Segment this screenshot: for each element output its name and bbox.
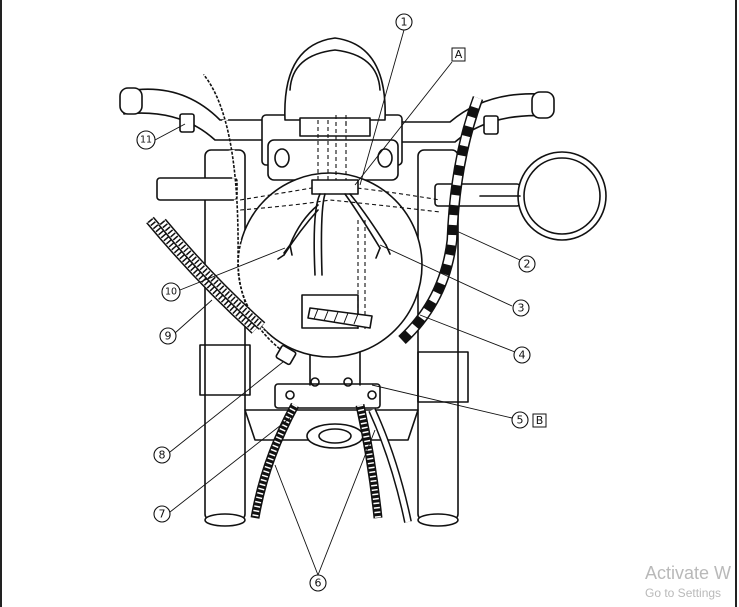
right-border	[735, 0, 737, 607]
callout-3-label: 3	[518, 302, 525, 315]
box-label-a-text: A	[455, 48, 463, 61]
callout-leaders	[154, 29, 521, 576]
callout-11: 11	[136, 130, 156, 150]
lower-cables	[250, 402, 412, 523]
callout-2-label: 2	[524, 258, 531, 271]
callout-4: 4	[513, 346, 531, 364]
activation-watermark: Activate W Go to Settings	[645, 563, 731, 600]
callout-10: 10	[161, 282, 181, 302]
box-label-a: A	[451, 47, 466, 62]
callout-7-label: 7	[159, 508, 166, 521]
headlight-housing	[237, 172, 423, 358]
callout-8: 8	[153, 446, 171, 464]
mirror	[479, 151, 607, 241]
right-striped-cable	[398, 96, 484, 345]
wire-bundles	[277, 179, 391, 329]
callout-2: 2	[518, 255, 536, 273]
box-label-b: B	[532, 413, 547, 428]
callout-9: 9	[159, 327, 177, 345]
left-border	[0, 0, 2, 607]
callout-1: 1	[395, 13, 413, 31]
bar-clamps	[179, 113, 499, 135]
callout-4-label: 4	[519, 349, 526, 362]
left-main-cable	[201, 73, 297, 366]
speedometer	[284, 37, 386, 137]
callout-10-label: 10	[165, 287, 177, 298]
callout-11-label: 11	[140, 135, 152, 146]
box-label-b-text: B	[536, 414, 544, 427]
callout-8-label: 8	[159, 449, 166, 462]
callout-6: 6	[309, 574, 327, 592]
watermark-subtitle: Go to Settings	[645, 586, 722, 600]
callout-3: 3	[512, 299, 530, 317]
left-hatched-cable	[146, 216, 266, 334]
watermark-title: Activate W	[645, 563, 732, 583]
callout-5: 5	[511, 411, 529, 429]
callout-9-label: 9	[165, 330, 172, 343]
callout-7: 7	[153, 505, 171, 523]
callout-1-label: 1	[401, 16, 408, 29]
callout-6-label: 6	[315, 577, 322, 590]
callout-5-label: 5	[517, 414, 524, 427]
